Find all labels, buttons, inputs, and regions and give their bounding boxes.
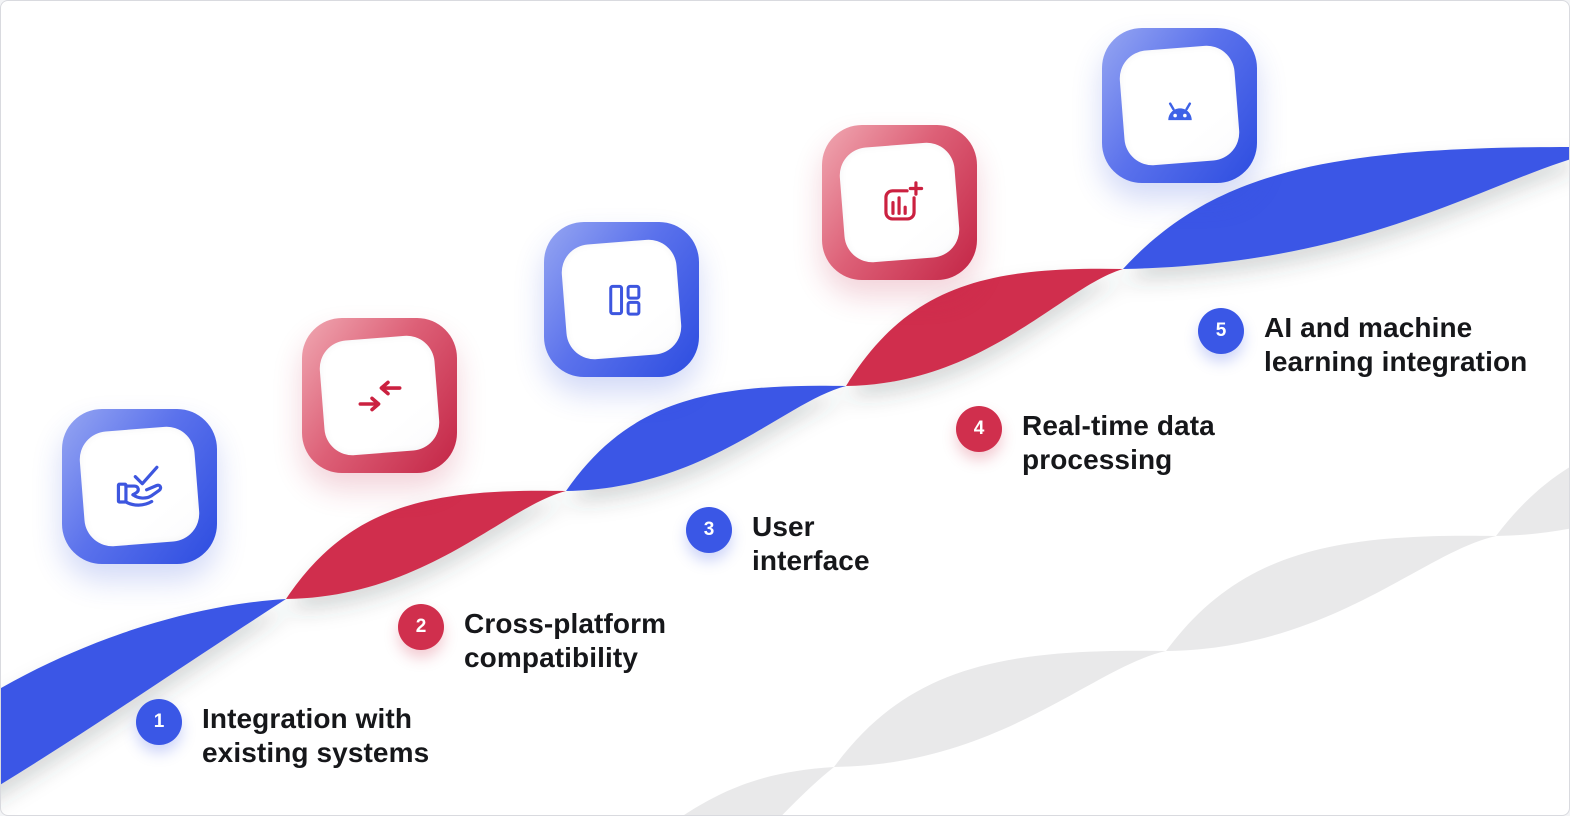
chart-add-icon [883,180,923,221]
step-label-line: compatibility [464,642,638,673]
tile-step-4 [822,125,977,280]
step-item-5: 5 AI and machine learning integration [1198,308,1527,379]
step-label: User interface [752,507,870,578]
step-label-line: User [752,511,815,542]
step-label-line: existing systems [202,737,430,768]
step-number-badge: 1 [136,699,182,745]
step-label-line: Real-time data [1022,410,1215,441]
step-label: Real-time data processing [1022,406,1215,477]
converging-arrows-icon [358,380,401,411]
tile-step-3 [544,222,699,377]
step-number-badge: 3 [686,507,732,553]
tile-step-2 [302,318,457,473]
step-label: Integration with existing systems [202,699,429,770]
android-robot-icon [1167,101,1192,120]
background-ribbon [684,467,1569,815]
step-label: Cross-platform compatibility [464,604,666,675]
step-label-line: learning integration [1264,346,1528,377]
step-number-badge: 2 [398,604,444,650]
step-number-badge: 4 [956,406,1002,452]
step-item-4: 4 Real-time data processing [956,406,1215,477]
step-label-line: processing [1022,444,1173,475]
step-label: AI and machine learning integration [1264,308,1527,379]
step-item-3: 3 User interface [686,507,870,578]
step-item-1: 1 Integration with existing systems [136,699,429,770]
tile-step-5 [1102,28,1257,183]
step-label-line: AI and machine [1264,312,1473,343]
step-number-badge: 5 [1198,308,1244,354]
step-label-line: Integration with [202,703,413,734]
step-label-line: interface [752,545,870,576]
step-item-2: 2 Cross-platform compatibility [398,604,666,675]
tile-step-1 [62,409,217,564]
main-flow-ribbon [1,147,1569,785]
hand-receive-check-icon [116,465,162,507]
layout-dashboard-icon [608,284,640,316]
step-label-line: Cross-platform [464,608,667,639]
